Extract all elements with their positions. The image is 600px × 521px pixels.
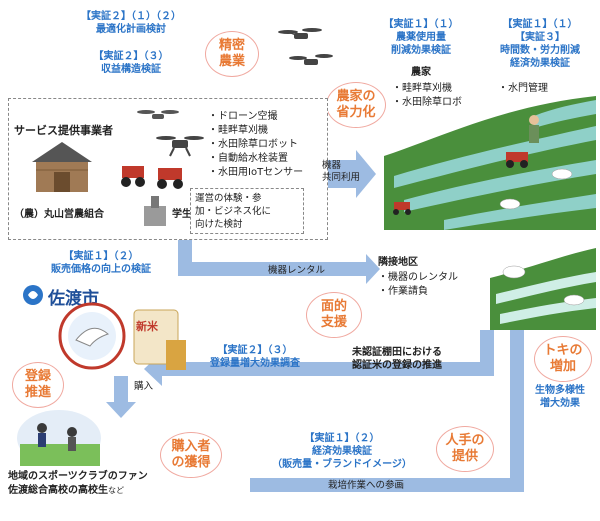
maruyama-org-label: （農）丸山営農組合	[14, 209, 104, 220]
drone-icon	[278, 28, 333, 65]
buyer-acquisition-bubble: 購入者 の獲得	[160, 432, 222, 478]
increase-effect-label: 増大効果	[540, 398, 580, 409]
service-provider-title: サービス提供事業者	[14, 124, 113, 137]
sado-high-school-label: 佐渡総合高校の高校生など	[8, 484, 124, 497]
area-support-bubble: 面的 支援	[306, 292, 362, 338]
demo-2-3-mid-label: 【実証２】（３）	[217, 345, 293, 356]
labor-reduction-label: 時間数・労力削減	[500, 45, 580, 56]
list-item: ドローン空撮	[208, 110, 303, 124]
sales-brand-label: （販売量・ブランドイメージ）	[272, 459, 412, 470]
farmer-equipment-list: 畦畔草刈機 水田除草ロボ	[392, 82, 462, 110]
precision-farming-bubble: 精密 農業	[205, 31, 259, 77]
ibis-increase-bubble: トキの 増加	[534, 336, 592, 382]
price-improvement-label: 販売価格の向上の検証	[51, 264, 151, 275]
list-item: 畦畔草刈機	[208, 124, 303, 138]
demo-1-2-bottom-label: 【実証１】（２）	[304, 433, 380, 444]
farmer-figure	[529, 115, 539, 143]
certified-rice-registration-label: 認証米の登録の推進	[352, 360, 442, 371]
student-text: 運営の体験・参 加・ビジネス化に 向けた検討	[195, 193, 272, 230]
demo-2-3-label: 【実証２】（３）	[93, 51, 169, 62]
neighbor-area-box: 隣接地区 機器のレンタル 作業請負	[378, 256, 488, 316]
registration-survey-label: 登録量増大効果調査	[210, 358, 300, 369]
list-item: 水田用IoTセンサー	[208, 166, 303, 180]
demo-1-1-label: 【実証１】（１）	[383, 19, 459, 30]
list-item: 自動給水栓装置	[208, 152, 303, 166]
arrow-rental	[178, 238, 380, 284]
list-item: 水田除草ロボ	[392, 96, 462, 110]
neighbor-area-title: 隣接地区	[378, 257, 418, 268]
rice-terrace-illustration	[384, 96, 596, 230]
water-gate-list: 水門管理	[498, 82, 548, 96]
student-box: 運営の体験・参 加・ビジネス化に 向けた検討	[190, 188, 304, 234]
demo-1-2-label: 【実証１】（２）	[63, 251, 139, 262]
economic-effect-label: 経済効果検証	[510, 58, 570, 69]
list-item: 機器のレンタル	[378, 271, 488, 285]
demo-3-label: 【実証３】	[515, 32, 565, 43]
farmer-labor-saving-bubble: 農家の 省力化	[326, 82, 386, 128]
list-item: 水門管理	[498, 82, 548, 96]
revenue-structure-label: 収益構造検証	[101, 64, 161, 75]
farmer-label: 農家	[411, 67, 431, 78]
list-item: 作業請負	[378, 285, 488, 299]
people-farming-illustration	[17, 410, 101, 466]
optimization-plan-label: 最適化計画検討	[96, 24, 166, 35]
certified-rice-illustration	[58, 302, 186, 370]
water-valve-icon	[144, 196, 166, 226]
reduction-effect-label: 削減効果検証	[391, 45, 451, 56]
sports-club-fans-label: 地域のスポーツクラブのファン	[8, 471, 148, 482]
list-item: 畦畔草刈機	[392, 82, 462, 96]
cultivation-participation-label: 栽培作業への参画	[328, 480, 405, 491]
new-rice-label: 新米	[136, 320, 158, 333]
mower-robot-icon	[121, 166, 183, 189]
pesticide-usage-label: 農薬使用量	[396, 32, 446, 43]
demo-1-1-right-label: 【実証１】（１）	[502, 19, 578, 30]
demo-2-1-2-label: 【実証２】（１）（２）	[81, 11, 181, 22]
sado-city-logo-icon	[23, 285, 43, 305]
shared-equipment-label: 機器 共同利用	[322, 160, 361, 183]
high-school-text: 佐渡総合高校の高校生	[8, 485, 108, 496]
barn-icon	[32, 142, 92, 192]
registration-promotion-bubble: 登録 推進	[12, 362, 64, 408]
student-label: 学生	[172, 209, 192, 220]
purchase-label: 購入	[134, 381, 154, 392]
arrow-toroku	[144, 330, 494, 386]
economic-verification-label: 経済効果検証	[312, 446, 372, 457]
uncertified-terrace-label: 未認証棚田における	[352, 347, 442, 358]
labor-supply-bubble: 人手の 提供	[436, 426, 494, 472]
arrow-konyu	[106, 376, 136, 418]
service-items-list: ドローン空撮 畦畔草刈機 水田除草ロボット 自動給水栓装置 水田用IoTセンサー	[208, 110, 303, 180]
rental-label: 機器レンタル	[268, 265, 326, 276]
service-drone-icon	[137, 110, 204, 157]
arrow-saibai	[250, 304, 534, 492]
list-item: 水田除草ロボット	[208, 138, 303, 152]
biodiversity-label: 生物多様性	[535, 385, 585, 396]
neighbor-terrace-illustration	[490, 248, 596, 330]
etc-suffix: など	[108, 486, 124, 495]
